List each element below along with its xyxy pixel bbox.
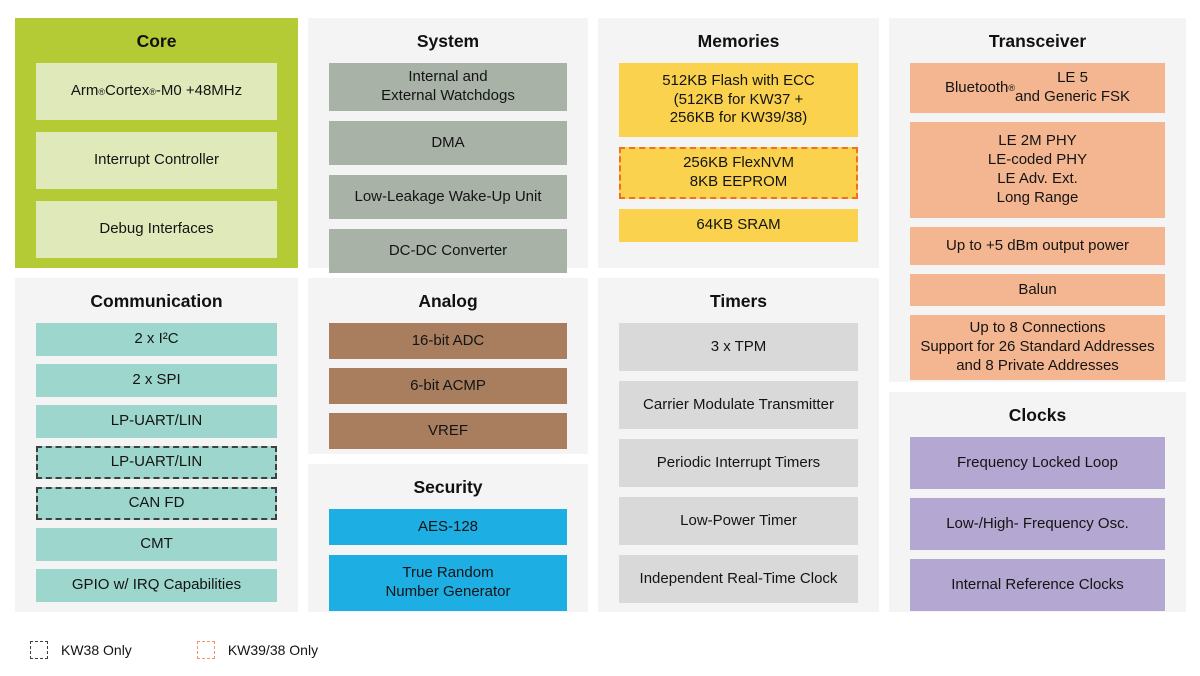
legend: KW38 Only KW39/38 Only	[30, 641, 318, 659]
section-memories-title: Memories	[697, 31, 780, 51]
block-tpm: 3 x TPM	[619, 323, 858, 371]
section-clocks: Clocks Frequency Locked Loop Low-/High- …	[889, 392, 1186, 612]
block-fll: Frequency Locked Loop	[910, 437, 1165, 489]
section-communication: Communication 2 x I²C 2 x SPI LP-UART/LI…	[15, 278, 298, 612]
block-independent-rtc: Independent Real-Time Clock	[619, 555, 858, 603]
block-sram: 64KB SRAM	[619, 209, 858, 242]
section-memories: Memories 512KB Flash with ECC (512KB for…	[598, 18, 879, 268]
section-system-items: Internal and External Watchdogs DMA Low-…	[329, 63, 567, 273]
block-i2c: 2 x I²C	[36, 323, 277, 356]
block-gpio-irq: GPIO w/ IRQ Capabilities	[36, 569, 277, 602]
block-interrupt-controller: Interrupt Controller	[36, 132, 277, 189]
section-analog: Analog 16-bit ADC 6-bit ACMP VREF	[308, 278, 588, 454]
kw38-dashed-swatch-icon	[30, 641, 48, 659]
block-cmt: CMT	[36, 528, 277, 561]
column-3: Memories 512KB Flash with ECC (512KB for…	[598, 18, 879, 612]
block-dcdc-converter: DC-DC Converter	[329, 229, 567, 273]
block-trng: True Random Number Generator	[329, 555, 567, 611]
block-balun: Balun	[910, 274, 1165, 306]
section-clocks-items: Frequency Locked Loop Low-/High- Frequen…	[910, 437, 1165, 611]
section-communication-title: Communication	[90, 291, 223, 311]
column-2: System Internal and External Watchdogs D…	[308, 18, 588, 612]
kw39-38-dashed-swatch-icon	[196, 641, 215, 659]
block-low-high-freq-osc: Low-/High- Frequency Osc.	[910, 498, 1165, 550]
section-analog-title: Analog	[418, 291, 478, 311]
section-communication-items: 2 x I²C 2 x SPI LP-UART/LIN LP-UART/LIN …	[36, 323, 277, 602]
block-spi: 2 x SPI	[36, 364, 277, 397]
section-transceiver-title: Transceiver	[988, 31, 1087, 51]
legend-entry-kw38: KW38 Only	[30, 641, 132, 659]
block-watchdogs: Internal and External Watchdogs	[329, 63, 567, 111]
section-security-title: Security	[413, 477, 483, 497]
section-timers-title: Timers	[709, 291, 768, 311]
section-analog-items: 16-bit ADC 6-bit ACMP VREF	[329, 323, 567, 449]
column-1: Core Arm® Cortex®-M0 +48MHz Interrupt Co…	[15, 18, 298, 612]
legend-entry-kw39-38: KW39/38 Only	[196, 641, 319, 659]
section-core-title: Core	[136, 31, 177, 51]
block-lp-uart-lin-2-kw38-only: LP-UART/LIN	[36, 446, 277, 479]
block-can-fd-kw38-only: CAN FD	[36, 487, 277, 520]
section-timers: Timers 3 x TPM Carrier Modulate Transmit…	[598, 278, 879, 612]
block-phy-features: LE 2M PHY LE-coded PHY LE Adv. Ext. Long…	[910, 122, 1165, 218]
block-flexnvm-eeprom-kw39-38-only: 256KB FlexNVM 8KB EEPROM	[619, 147, 858, 199]
block-adc: 16-bit ADC	[329, 323, 567, 359]
block-carrier-modulate-transmitter: Carrier Modulate Transmitter	[619, 381, 858, 429]
block-aes-128: AES-128	[329, 509, 567, 545]
section-system: System Internal and External Watchdogs D…	[308, 18, 588, 273]
diagram-grid: Core Arm® Cortex®-M0 +48MHz Interrupt Co…	[15, 18, 1186, 612]
section-timers-items: 3 x TPM Carrier Modulate Transmitter Per…	[619, 323, 858, 603]
section-system-title: System	[416, 31, 480, 51]
block-vref: VREF	[329, 413, 567, 449]
block-periodic-interrupt-timers: Periodic Interrupt Timers	[619, 439, 858, 487]
section-clocks-title: Clocks	[1008, 405, 1067, 425]
section-security: Security AES-128 True Random Number Gene…	[308, 464, 588, 612]
block-low-power-timer: Low-Power Timer	[619, 497, 858, 545]
block-flash-ecc: 512KB Flash with ECC (512KB for KW37 + 2…	[619, 63, 858, 137]
block-debug-interfaces: Debug Interfaces	[36, 201, 277, 258]
block-connections-addresses: Up to 8 Connections Support for 26 Stand…	[910, 315, 1165, 380]
block-output-power: Up to +5 dBm output power	[910, 227, 1165, 265]
block-acmp: 6-bit ACMP	[329, 368, 567, 404]
legend-kw39-38-label: KW39/38 Only	[227, 642, 319, 658]
legend-kw38-label: KW38 Only	[61, 642, 132, 658]
section-memories-items: 512KB Flash with ECC (512KB for KW37 + 2…	[619, 63, 858, 242]
block-arm-cortex-m0: Arm® Cortex®-M0 +48MHz	[36, 63, 277, 120]
block-lp-uart-lin-1: LP-UART/LIN	[36, 405, 277, 438]
section-core: Core Arm® Cortex®-M0 +48MHz Interrupt Co…	[15, 18, 298, 268]
block-internal-reference-clocks: Internal Reference Clocks	[910, 559, 1165, 611]
block-llwu: Low-Leakage Wake-Up Unit	[329, 175, 567, 219]
block-dma: DMA	[329, 121, 567, 165]
section-core-items: Arm® Cortex®-M0 +48MHz Interrupt Control…	[36, 63, 277, 258]
section-security-items: AES-128 True Random Number Generator	[329, 509, 567, 611]
